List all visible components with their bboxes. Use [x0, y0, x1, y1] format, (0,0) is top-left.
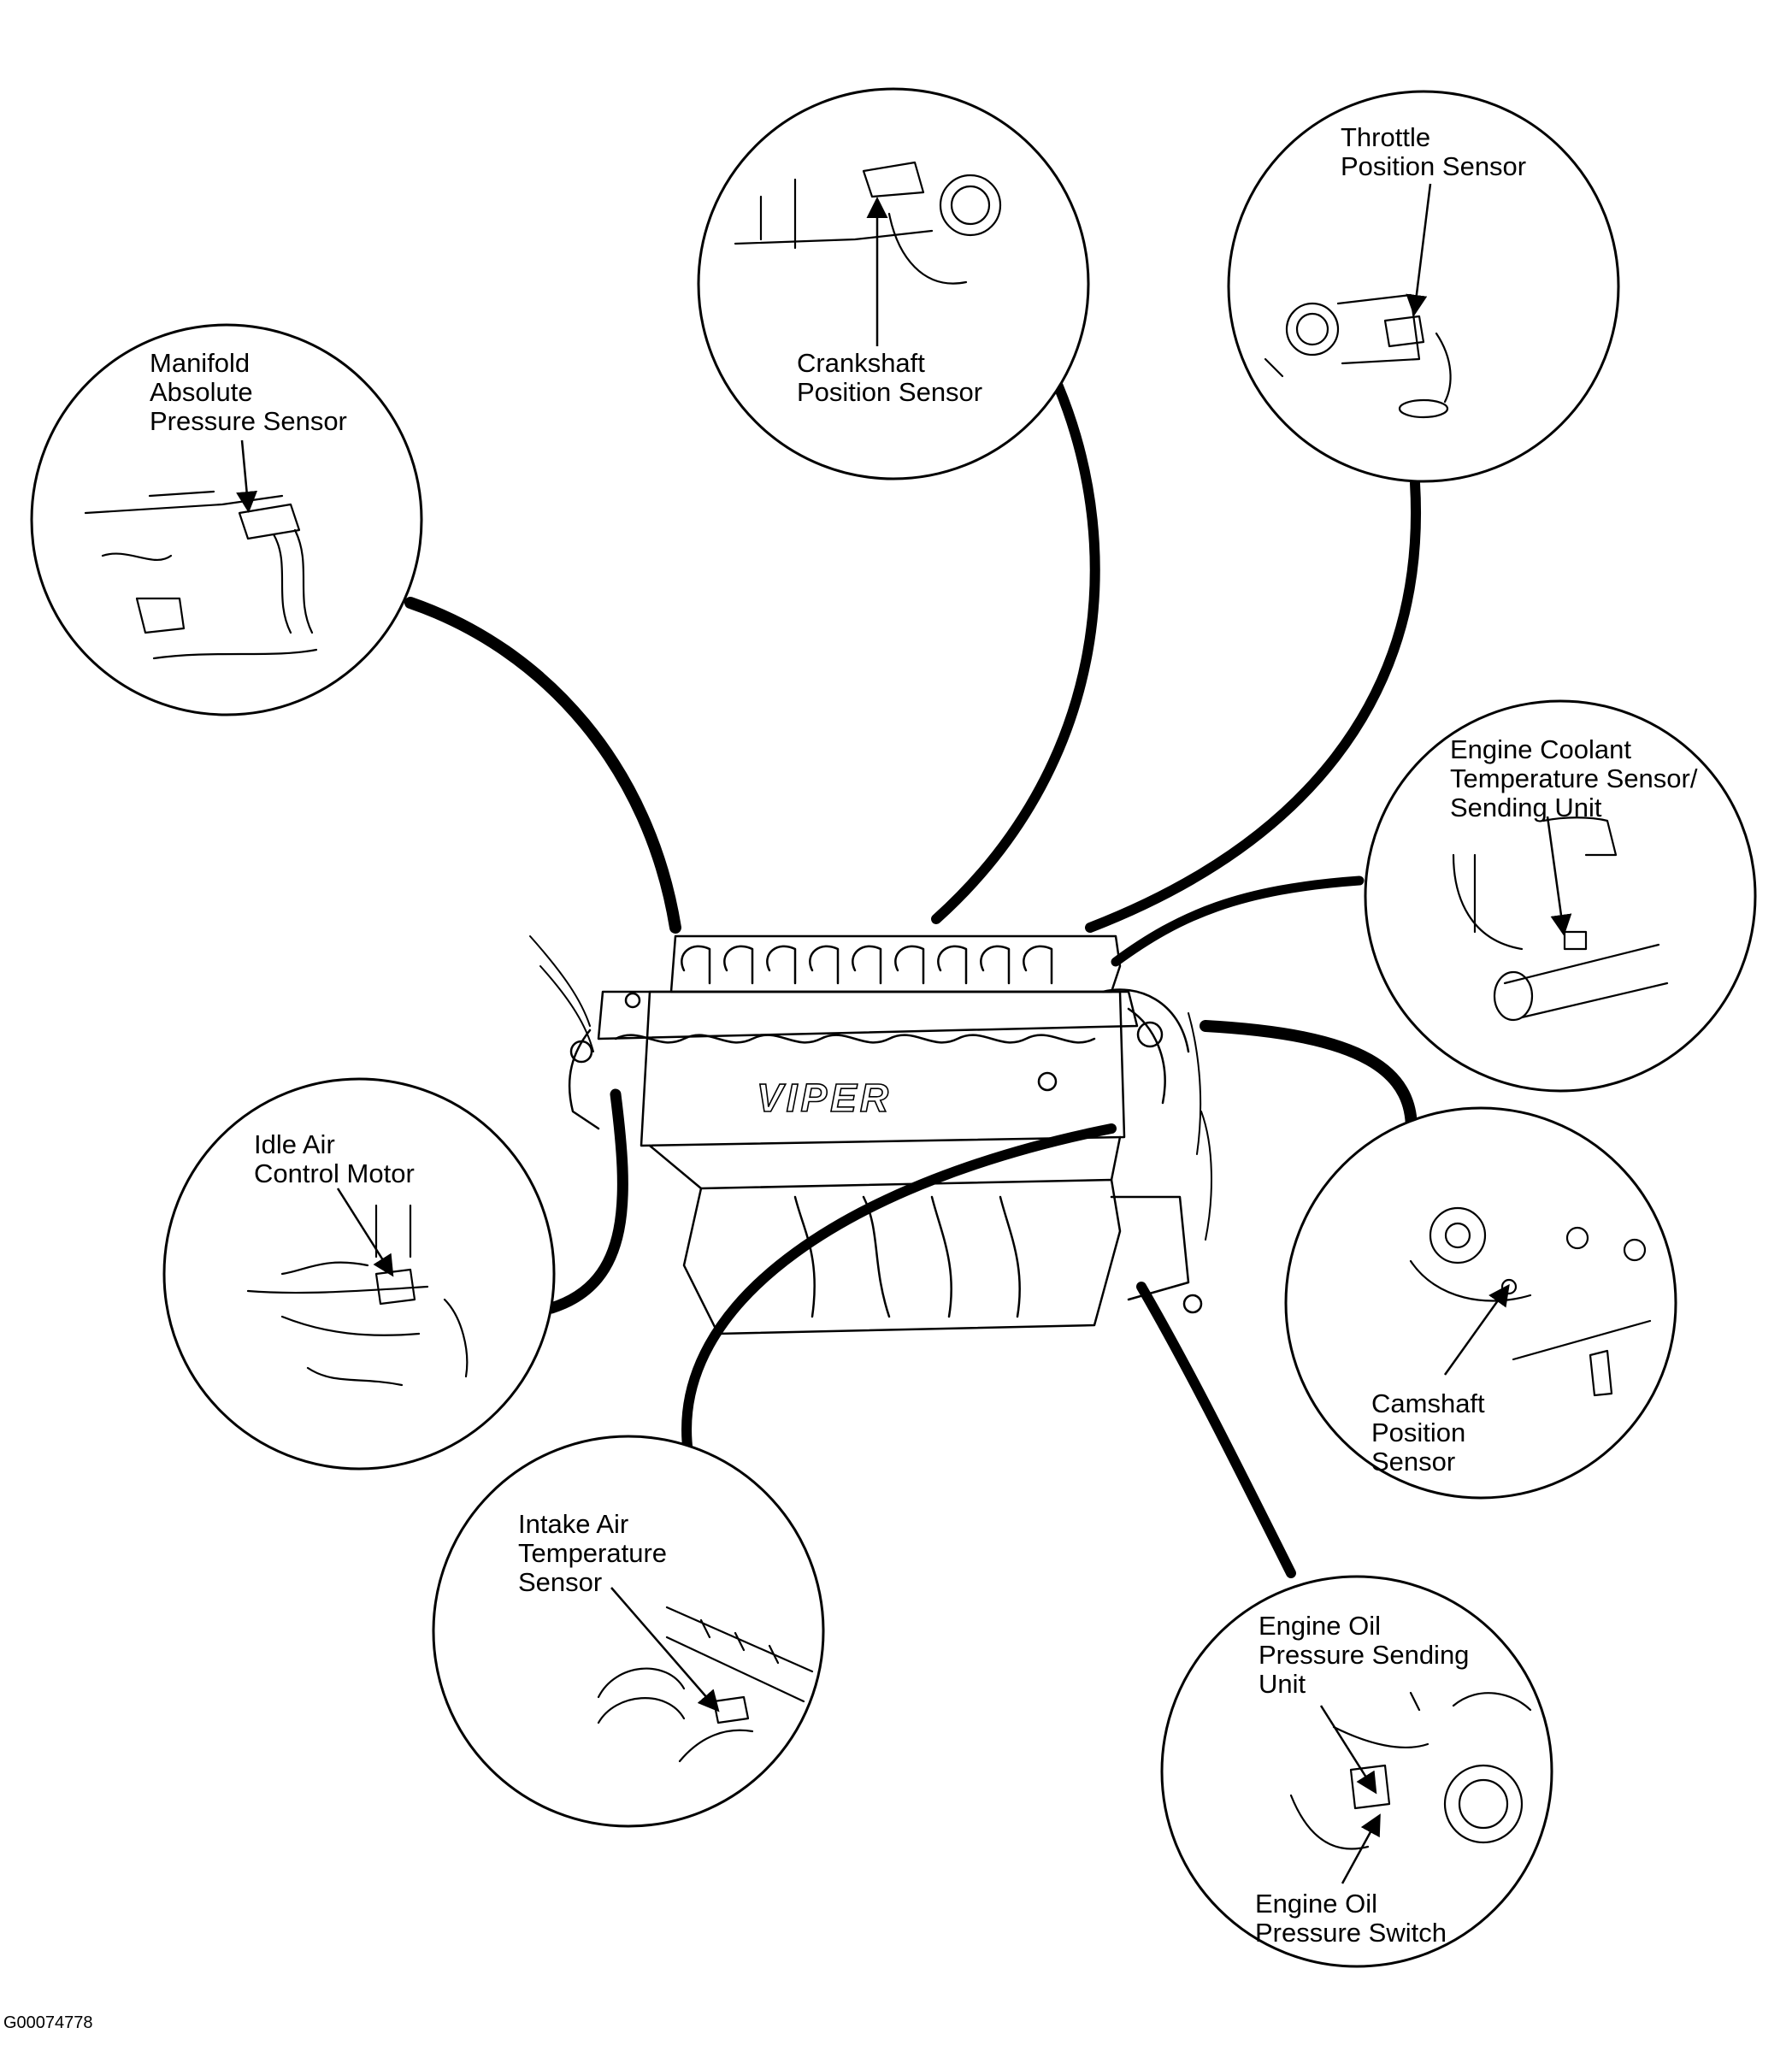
figure-id: G00074778 [3, 2013, 93, 2032]
circle-iat [432, 1435, 825, 1828]
label-crankshaft-sensor: Crankshaft Position Sensor [797, 348, 983, 407]
label-coolant-sensor: Engine Coolant Temperature Sensor/ Sendi… [1450, 734, 1698, 822]
label-idle-air-motor: Idle Air Control Motor [254, 1129, 415, 1188]
detail-sketches [84, 161, 1669, 1850]
leader-eop [1136, 1282, 1296, 1578]
engine-badge: VIPER [757, 1076, 892, 1120]
leader-lines [404, 381, 1421, 1578]
leader-tps [1085, 478, 1421, 933]
callout-circles [30, 87, 1757, 1968]
circle-cmp [1284, 1106, 1677, 1500]
intake-runners [681, 945, 1053, 985]
circle-map [30, 323, 423, 716]
label-oil-pressure-switch: Engine Oil Pressure Switch [1255, 1889, 1447, 1948]
engine-illustration [529, 934, 1212, 1335]
leader-map [404, 597, 681, 934]
label-map-sensor: Manifold Absolute Pressure Sensor [150, 348, 347, 436]
leader-cmp [1200, 1020, 1418, 1147]
pointer-arrows [236, 183, 1572, 1884]
leader-ckp [931, 381, 1100, 924]
label-throttle-sensor: Throttle Position Sensor [1341, 122, 1527, 181]
circle-tps [1227, 90, 1620, 483]
label-intake-air-sensor: Intake Air Temperature Sensor [518, 1509, 668, 1597]
leader-iat [681, 1123, 1117, 1459]
label-camshaft-sensor: Camshaft Position Sensor [1371, 1388, 1485, 1477]
circle-iac [162, 1077, 556, 1471]
leader-iac [545, 1088, 628, 1314]
circle-ect [1364, 699, 1757, 1093]
circle-ckp [697, 87, 1090, 480]
leader-ect [1111, 875, 1365, 967]
label-oil-pressure-unit: Engine Oil Pressure Sending Unit [1259, 1611, 1470, 1699]
